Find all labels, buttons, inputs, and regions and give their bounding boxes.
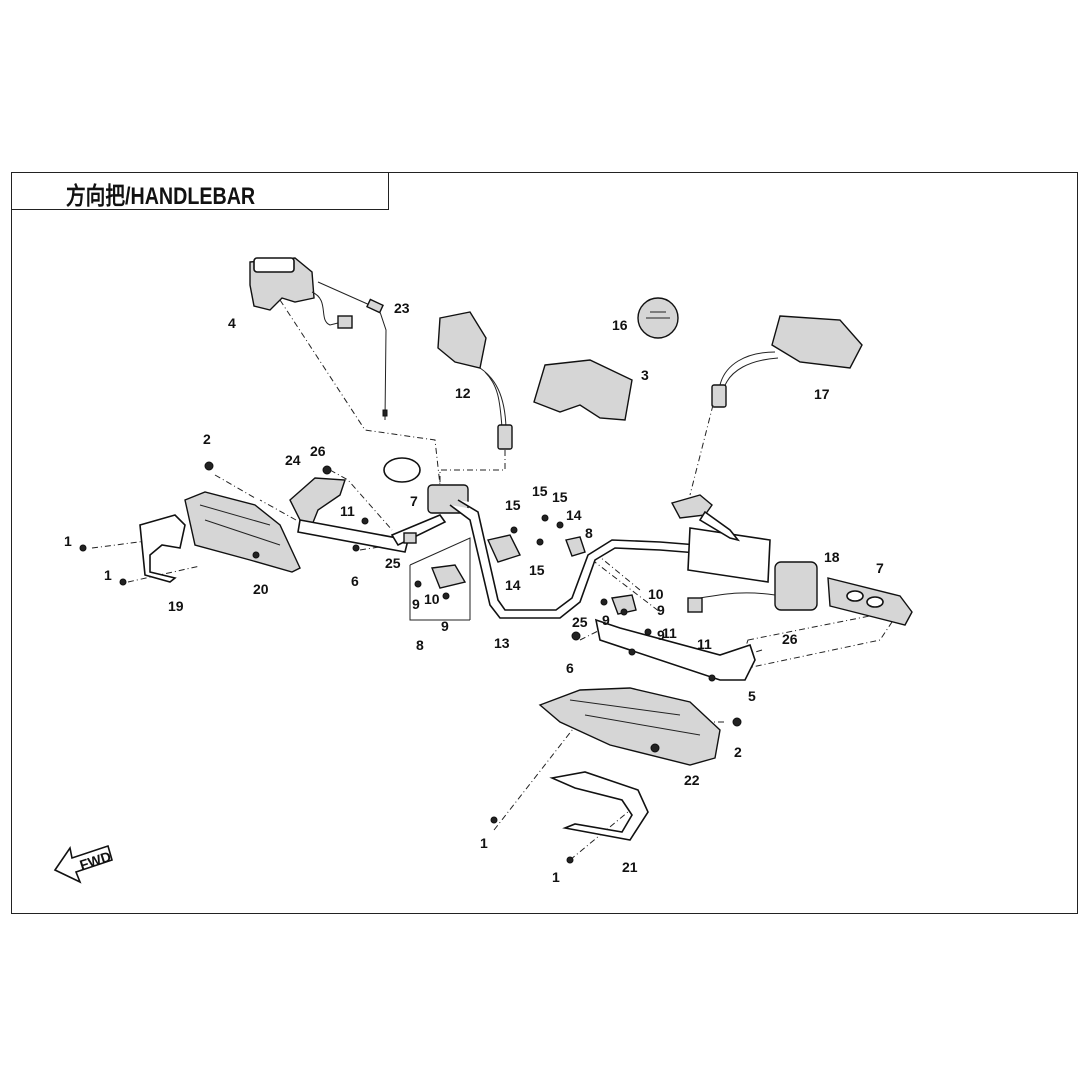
part-left-lever-assembly bbox=[383, 457, 469, 547]
callout-10: 10 bbox=[648, 586, 664, 602]
callout-22: 22 bbox=[684, 772, 700, 788]
fasteners bbox=[79, 461, 742, 864]
part-top-cover bbox=[533, 359, 633, 421]
callout-25: 25 bbox=[385, 555, 401, 571]
callout-9: 9 bbox=[412, 596, 420, 612]
callout-25: 25 bbox=[572, 614, 588, 630]
callout-17: 17 bbox=[814, 386, 830, 402]
part-brake-cable bbox=[317, 281, 388, 421]
fwd-arrow-icon: FWD bbox=[53, 844, 113, 884]
callout-11: 11 bbox=[697, 636, 712, 652]
callout-12: 12 bbox=[455, 385, 471, 401]
part-handlebar bbox=[449, 499, 761, 619]
callout-4: 4 bbox=[228, 315, 236, 331]
part-right-mirror bbox=[711, 315, 863, 408]
callout-7: 7 bbox=[410, 493, 418, 509]
callout-15: 15 bbox=[532, 483, 548, 499]
part-right-hand-guard bbox=[538, 687, 721, 766]
callout-6: 6 bbox=[351, 573, 359, 589]
callout-labels: 1 1 1 1 2 2 3 4 5 6 6 7 7 8 8 9 9 9 9 9 … bbox=[64, 300, 884, 885]
callout-2: 2 bbox=[203, 431, 211, 447]
callout-1: 1 bbox=[552, 869, 560, 885]
callout-15: 15 bbox=[529, 562, 545, 578]
part-cap bbox=[637, 297, 679, 339]
callout-6: 6 bbox=[566, 660, 574, 676]
part-right-switch bbox=[687, 561, 818, 613]
callout-16: 16 bbox=[612, 317, 628, 333]
callout-11: 11 bbox=[340, 503, 355, 519]
callout-20: 20 bbox=[253, 581, 269, 597]
callout-23: 23 bbox=[394, 300, 410, 316]
callout-9: 9 bbox=[441, 618, 449, 634]
callout-2: 2 bbox=[734, 744, 742, 760]
callout-9: 9 bbox=[602, 612, 610, 628]
callout-21: 21 bbox=[622, 859, 638, 875]
part-brake-master-cylinder bbox=[249, 257, 353, 329]
part-right-guard-bracket bbox=[594, 618, 756, 682]
fwd-label: FWD bbox=[78, 848, 113, 873]
callout-14: 14 bbox=[505, 577, 521, 593]
callout-11: 11 bbox=[662, 625, 677, 641]
callout-24: 24 bbox=[285, 452, 301, 468]
callout-14: 14 bbox=[566, 507, 582, 523]
callout-7: 7 bbox=[876, 560, 884, 576]
callout-26: 26 bbox=[782, 631, 798, 647]
part-right-grip bbox=[827, 577, 913, 626]
callout-19: 19 bbox=[168, 598, 184, 614]
part-left-guard-shell bbox=[139, 514, 186, 583]
callout-1: 1 bbox=[480, 835, 488, 851]
part-left-mirror bbox=[437, 311, 513, 450]
callout-3: 3 bbox=[641, 367, 649, 383]
callout-26: 26 bbox=[310, 443, 326, 459]
callout-10: 10 bbox=[424, 591, 440, 607]
part-left-hand-guard bbox=[184, 491, 301, 573]
part-right-guard-shell bbox=[549, 771, 649, 841]
callout-9: 9 bbox=[657, 602, 665, 618]
part-right-clutch-lever bbox=[670, 494, 741, 542]
part-right-grip-tube bbox=[687, 527, 771, 583]
callout-8: 8 bbox=[585, 525, 593, 541]
part-left-guard-bracket bbox=[289, 477, 409, 553]
callout-8: 8 bbox=[416, 637, 424, 653]
callout-13: 13 bbox=[494, 635, 510, 651]
callout-1: 1 bbox=[104, 567, 112, 583]
part-clamps bbox=[431, 534, 637, 615]
callout-18: 18 bbox=[824, 549, 840, 565]
page-title: 方向把/HANDLEBAR bbox=[66, 183, 256, 210]
callout-5: 5 bbox=[748, 688, 756, 704]
callout-15: 15 bbox=[552, 489, 568, 505]
callout-9: 9 bbox=[657, 627, 665, 643]
diagram-frame bbox=[11, 172, 1078, 914]
callout-15: 15 bbox=[505, 497, 521, 513]
callout-1: 1 bbox=[64, 533, 72, 549]
title-box bbox=[11, 172, 389, 210]
